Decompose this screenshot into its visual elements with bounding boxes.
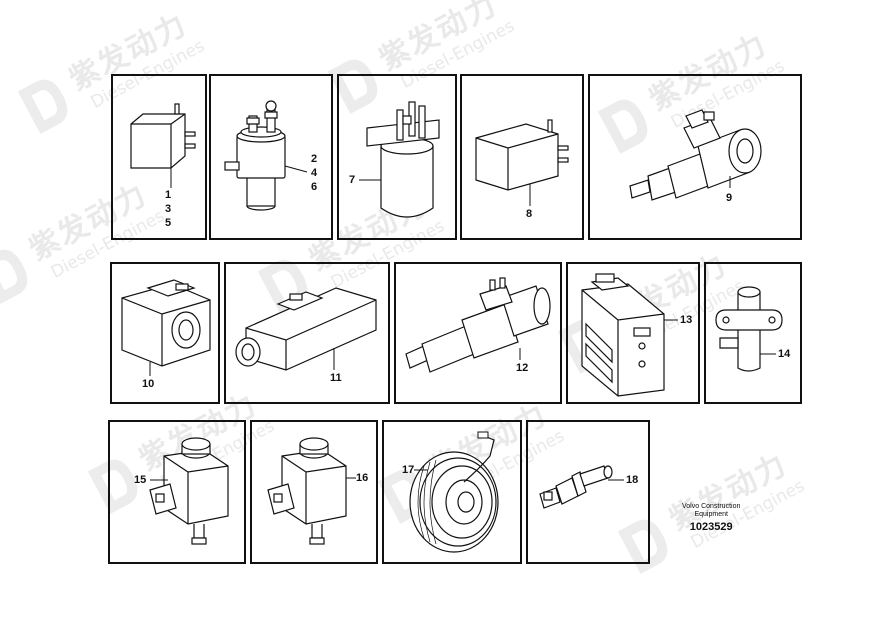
callout-stack: 2 4 6	[311, 152, 317, 194]
solenoid-valve-icon	[629, 109, 762, 201]
callout-13: 13	[680, 314, 693, 326]
can-solenoid-icon	[359, 101, 440, 218]
pulley-clutch-icon	[409, 431, 499, 553]
relay-small-icon	[130, 103, 196, 188]
connector-module-icon	[581, 273, 678, 397]
long-coil-icon	[235, 287, 377, 371]
panel-solenoid-connector-b: 16	[250, 420, 378, 564]
solenoid-connector-icon	[149, 437, 229, 545]
callout-12: 12	[516, 362, 529, 374]
cartridge-valve-icon	[405, 277, 551, 373]
callout-8: 8	[526, 208, 533, 220]
callout-10: 10	[142, 378, 155, 390]
panel-temperature-sensor: 18	[526, 420, 650, 564]
callout-17: 17	[402, 464, 415, 476]
callout-6: 6	[311, 181, 318, 193]
callout-3: 3	[165, 203, 172, 215]
solenoid-relay-icon	[224, 100, 308, 211]
panel-solenoid-valve: 9	[588, 74, 802, 240]
callout-14: 14	[778, 348, 791, 360]
callout-1: 1	[165, 189, 172, 201]
callout-stack: 1 3 5	[165, 188, 171, 230]
panel-solenoid-connector-a: 15	[108, 420, 246, 564]
coil-icon	[121, 279, 211, 376]
maker-info: Volvo Construction Equipment 1023529	[682, 503, 740, 533]
panel-connector-module: 13	[566, 262, 700, 404]
panel-solenoid-relay: 2 4 6	[209, 74, 333, 240]
bracket-sensor-icon	[715, 286, 783, 372]
callout-15: 15	[134, 474, 147, 486]
watermark: 紫发动力 Diesel-Engines	[617, 437, 808, 574]
drawing-number: 1023529	[689, 521, 733, 533]
watermark-logo-icon	[17, 79, 68, 134]
callout-4: 4	[311, 167, 318, 179]
callout-9: 9	[726, 192, 733, 204]
panel-relay-box: 8	[460, 74, 584, 240]
callout-11: 11	[330, 372, 342, 384]
callout-2: 2	[311, 153, 318, 165]
callout-5: 5	[165, 217, 172, 229]
callout-7: 7	[349, 174, 356, 186]
panel-pulley-clutch: 17	[382, 420, 522, 564]
temperature-sensor-icon	[539, 465, 624, 509]
maker-division: Equipment	[694, 511, 728, 518]
callout-18: 18	[626, 474, 639, 486]
watermark-logo-icon	[0, 249, 28, 304]
panel-bracket-sensor: 14	[704, 262, 802, 404]
panel-coil: 10	[110, 262, 220, 404]
panel-long-coil: 11	[224, 262, 390, 404]
callout-16: 16	[356, 472, 369, 484]
maker-name: Volvo Construction	[682, 503, 741, 510]
panel-can-solenoid: 7	[337, 74, 457, 240]
panel-relay-small: 1 3 5	[111, 74, 207, 240]
solenoid-connector-icon	[267, 437, 356, 545]
panel-cartridge-valve: 12	[394, 262, 562, 404]
relay-box-icon	[475, 119, 569, 206]
